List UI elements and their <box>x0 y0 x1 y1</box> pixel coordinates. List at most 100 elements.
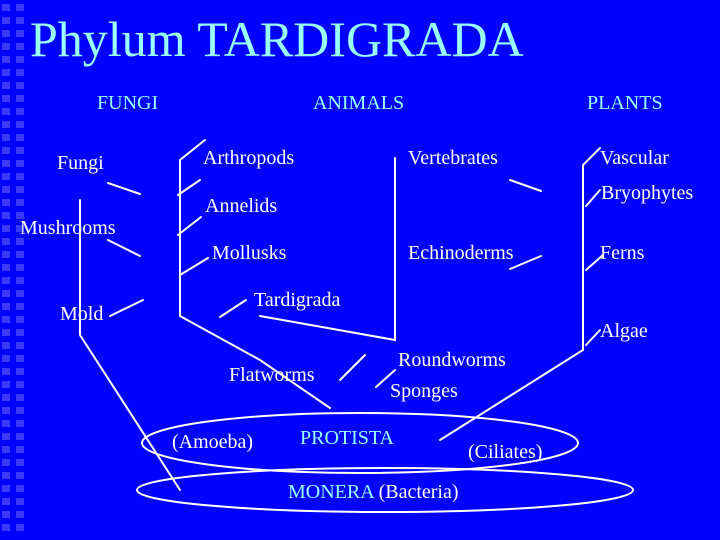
stripe-square <box>16 121 24 128</box>
mushrooms-label: Mushrooms <box>20 217 116 239</box>
stripe-square <box>2 17 10 24</box>
stripe-square <box>16 251 24 258</box>
algae-tick <box>585 329 601 346</box>
stripe-square <box>16 108 24 115</box>
arthropods-tick <box>177 179 201 196</box>
stripe-square <box>16 95 24 102</box>
stripe-square <box>2 303 10 310</box>
roundworms-tick <box>375 369 396 388</box>
mold-tick <box>109 299 144 317</box>
stripe-square <box>16 329 24 336</box>
stripe-square <box>16 199 24 206</box>
stripe-square <box>2 524 10 531</box>
flatworms-tick <box>339 354 366 381</box>
stripe-square <box>16 511 24 518</box>
fungi-tick-1 <box>107 182 141 195</box>
stripe-square <box>2 394 10 401</box>
stripe-square <box>2 277 10 284</box>
stripe-square <box>16 82 24 89</box>
stripe-square <box>16 355 24 362</box>
echinoderms-tick <box>509 255 542 270</box>
animal-right-trunk <box>259 157 396 342</box>
stripe-square <box>2 69 10 76</box>
stripe-square <box>2 511 10 518</box>
ferns-label: Ferns <box>600 242 645 264</box>
bryophytes-tick <box>585 189 601 207</box>
stripe-square <box>16 43 24 50</box>
stripe-square <box>16 316 24 323</box>
stripe-square <box>2 290 10 297</box>
stripe-square <box>16 407 24 414</box>
protista-label: PROTISTA <box>300 427 394 449</box>
stripe-square <box>2 43 10 50</box>
stripe-square <box>2 147 10 154</box>
stripe-square <box>16 186 24 193</box>
ferns-tick <box>585 254 604 271</box>
fungi-label: Fungi <box>57 152 104 174</box>
sponges-label: Sponges <box>390 380 458 402</box>
stripe-square <box>2 108 10 115</box>
stripe-square <box>2 446 10 453</box>
stripe-square <box>16 160 24 167</box>
page-title: Phylum TARDIGRADA <box>30 11 524 67</box>
arthropods-label: Arthropods <box>203 147 295 169</box>
stripe-square <box>2 134 10 141</box>
stripe-square <box>16 394 24 401</box>
mollusks-label: Mollusks <box>212 242 287 264</box>
mollusks-tick <box>179 257 209 276</box>
stripe-square <box>16 147 24 154</box>
bryophytes-label: Bryophytes <box>601 182 694 204</box>
decorative-stripe <box>0 0 28 540</box>
stripe-square <box>16 290 24 297</box>
flatworms-label: Flatworms <box>229 364 315 386</box>
bacteria-label: (Bacteria) <box>378 481 459 503</box>
stripe-square <box>16 69 24 76</box>
stripe-square <box>2 160 10 167</box>
stripe-square <box>2 212 10 219</box>
stripe-square <box>2 329 10 336</box>
stripe-square <box>2 420 10 427</box>
stripe-square <box>2 485 10 492</box>
stripe-square <box>16 381 24 388</box>
stripe-square <box>2 498 10 505</box>
plant-trunk <box>439 147 601 441</box>
animal-trunk <box>179 139 331 409</box>
stripe-square <box>16 4 24 11</box>
stripe-square <box>2 355 10 362</box>
stripe-square <box>2 407 10 414</box>
stripe-square <box>2 342 10 349</box>
monera-label: MONERA <box>288 481 374 503</box>
roundworms-label: Roundworms <box>398 349 506 371</box>
stripe-square <box>16 368 24 375</box>
tardigrada-label: Tardigrada <box>254 289 341 311</box>
stripe-square <box>16 264 24 271</box>
stripe-square <box>16 433 24 440</box>
kingdom-animals-label: ANIMALS <box>313 92 405 114</box>
stripe-square <box>2 4 10 11</box>
kingdom-fungi-label: FUNGI <box>97 92 159 114</box>
stripe-square <box>16 56 24 63</box>
stripe-square <box>16 420 24 427</box>
stripe-square <box>2 225 10 232</box>
stripe-square <box>16 238 24 245</box>
annelids-tick <box>177 216 202 236</box>
stripe-square <box>2 264 10 271</box>
stripe-square <box>2 30 10 37</box>
stripe-square <box>2 472 10 479</box>
stripe-square <box>16 212 24 219</box>
stripe-square <box>16 225 24 232</box>
stripe-square <box>16 30 24 37</box>
stripe-square <box>2 186 10 193</box>
stripe-square <box>2 381 10 388</box>
algae-label: Algae <box>600 320 648 342</box>
vertebrates-tick <box>509 179 542 192</box>
stripe-square <box>16 485 24 492</box>
stripe-square <box>2 368 10 375</box>
annelids-label: Annelids <box>205 195 278 217</box>
stripe-square <box>2 459 10 466</box>
mold-label: Mold <box>60 303 104 325</box>
fungi-tick-2 <box>107 239 141 257</box>
vertebrates-label: Vertebrates <box>408 147 498 169</box>
stripe-square <box>16 134 24 141</box>
